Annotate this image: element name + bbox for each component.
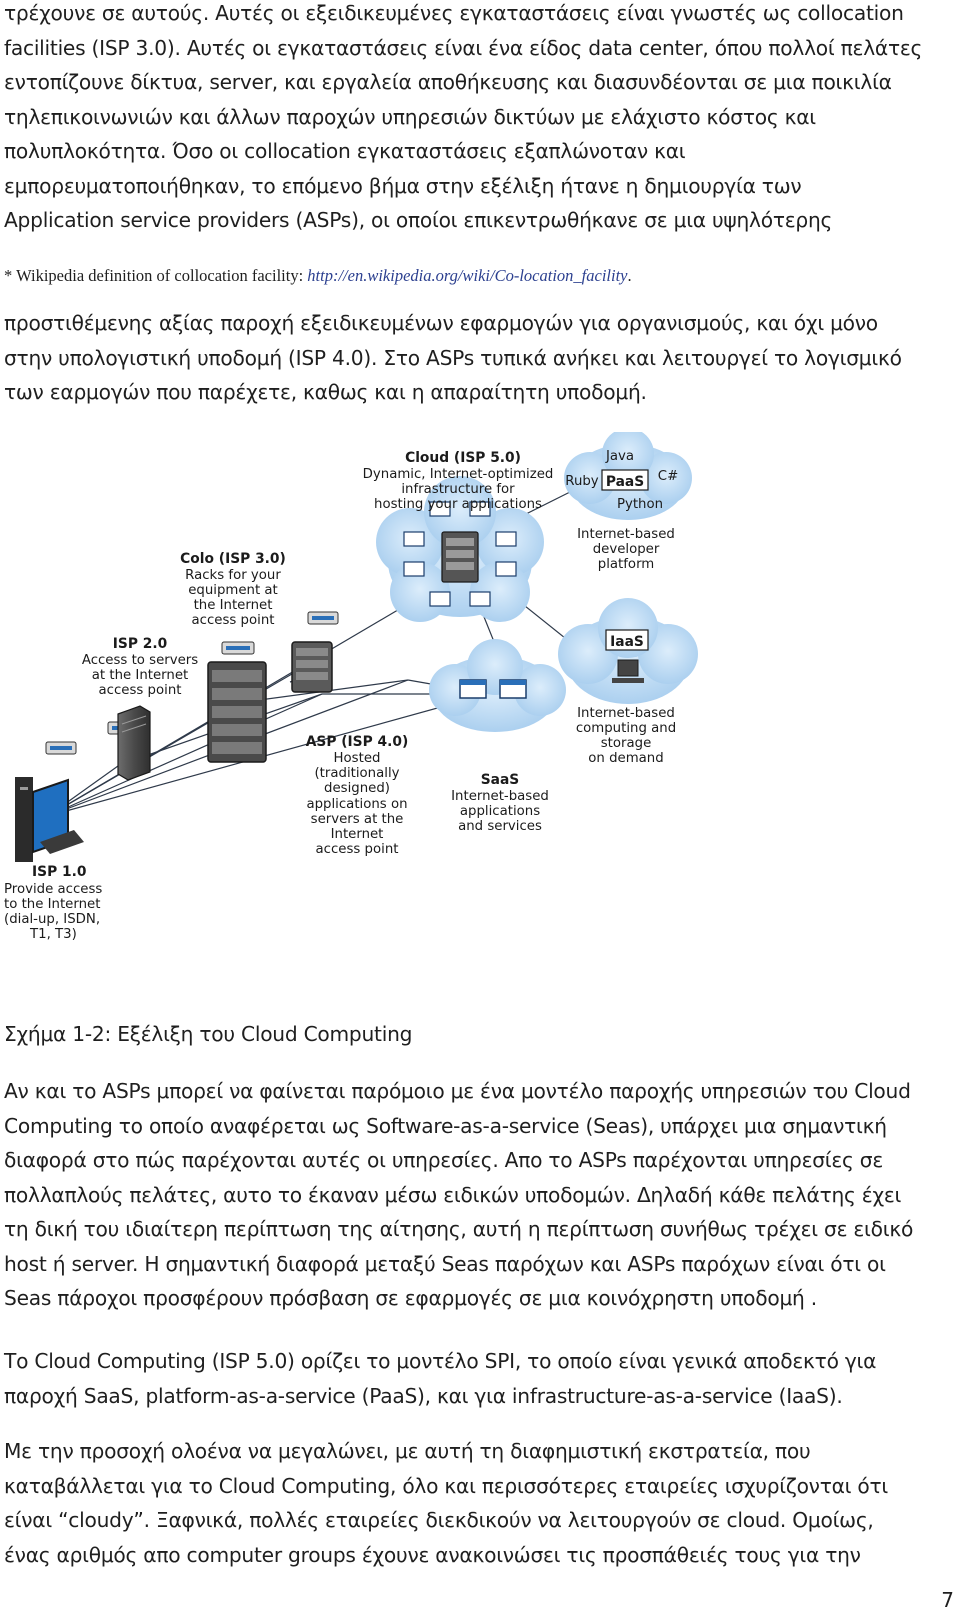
paas-lang-label: Python bbox=[617, 497, 663, 512]
text-line: καταβάλλεται για το Cloud Computing, όλο… bbox=[4, 1473, 888, 1498]
isp2-desc-line: at the Internet bbox=[92, 668, 188, 683]
colo-desc-line: Racks for your bbox=[185, 568, 281, 583]
asp-title: ASP (ISP 4.0) bbox=[306, 734, 409, 750]
text-line: Computing το οποίο αναφέρεται ως Softwar… bbox=[4, 1113, 887, 1138]
paragraph-5: Με την προσοχή ολοένα να μεγαλώνει, με α… bbox=[4, 1434, 952, 1572]
cloud-desc-line: infrastructure for bbox=[401, 482, 515, 497]
text-line: host ή server. Η σημαντική διαφορά μεταξ… bbox=[4, 1251, 886, 1276]
iaas-desc-line: Internet-based bbox=[577, 706, 675, 721]
colo-desc-line: access point bbox=[192, 613, 275, 628]
text-line: πολλαπλούς πελάτες, αυτο το έκαναν μέσω … bbox=[4, 1182, 902, 1207]
footnote: * Wikipedia definition of collocation fa… bbox=[4, 266, 632, 286]
text-line: Με την προσοχή ολοένα να μεγαλώνει, με α… bbox=[4, 1439, 811, 1463]
iaas-desc-line: computing and bbox=[576, 721, 676, 736]
text-line: εντοπίζουνε δίκτυα, server, και εργαλεία… bbox=[4, 70, 892, 94]
paas-lang-label: Ruby bbox=[565, 474, 599, 489]
server-rack-icon bbox=[291, 641, 333, 693]
asp-desc-line: access point bbox=[316, 842, 399, 857]
footnote-link[interactable]: http://en.wikipedia.org/wiki/Co-location… bbox=[307, 266, 628, 285]
saas-title: SaaS bbox=[481, 772, 520, 788]
colo-title: Colo (ISP 3.0) bbox=[180, 551, 286, 567]
asp-desc-line: Hosted bbox=[334, 751, 381, 766]
colo-desc-line: equipment at bbox=[188, 583, 278, 598]
isp2-title: ISP 2.0 bbox=[113, 636, 167, 652]
server-rack-icon bbox=[207, 661, 267, 763]
saas-desc-line: Internet-based bbox=[451, 789, 549, 804]
text-line: εμπορευματοποιήθηκαν, το επόμενο βήμα στ… bbox=[4, 173, 802, 198]
figure-caption: Σχήμα 1-2: Εξέλιξη του Cloud Computing bbox=[4, 1022, 413, 1046]
paas-lang-label: C# bbox=[658, 469, 678, 484]
isp1-title: ISP 1.0 bbox=[32, 864, 86, 880]
text-line: είναι “cloudy”. Ξαφνικά, πολλές εταιρείε… bbox=[4, 1508, 874, 1532]
asp-desc-line: (traditionally bbox=[314, 766, 399, 781]
text-line: facilities (ISP 3.0). Αυτές οι εγκαταστά… bbox=[4, 35, 923, 60]
cloud-title: Cloud (ISP 5.0) bbox=[405, 450, 521, 466]
paas-desc-line: platform bbox=[598, 557, 655, 572]
isp1-desc-line: T1, T3) bbox=[29, 927, 77, 942]
text-line: Το Cloud Computing (ISP 5.0) ορίζει το μ… bbox=[4, 1349, 877, 1373]
modem-icon bbox=[221, 641, 255, 655]
paragraph-top: τρέχουνε σε αυτούς. Αυτές οι εξειδικευμέ… bbox=[4, 0, 952, 238]
cloud-desc-line: Dynamic, Internet-optimized bbox=[363, 467, 554, 482]
text-line: πολυπλοκότητα. Όσο οι collocation εγκατα… bbox=[4, 139, 686, 163]
cloud-isp5-icon bbox=[376, 476, 544, 622]
paragraph-2: προστιθέμενης αξίας παροχή εξειδικευμένω… bbox=[4, 306, 952, 410]
text-line: Αν και το ASPs μπορεί να φαίνεται παρόμο… bbox=[4, 1079, 911, 1103]
iaas-cloud-icon bbox=[558, 598, 698, 704]
isp2-desc-line: access point bbox=[99, 683, 182, 698]
paas-cloud-icon bbox=[564, 432, 692, 520]
text-line: ένας αριθμός απο computer groups έχουνε … bbox=[4, 1542, 861, 1567]
text-line: Seas πάροχοι προσφέρουν πρόσβαση σε εφαρ… bbox=[4, 1286, 817, 1310]
iaas-desc-line: on demand bbox=[588, 751, 663, 766]
saas-cloud-icon bbox=[429, 639, 566, 732]
text-line: τηλεπικοινωνιών και άλλων παροχών υπηρεσ… bbox=[4, 104, 816, 129]
paragraph-4: Το Cloud Computing (ISP 5.0) ορίζει το μ… bbox=[4, 1344, 952, 1413]
saas-desc-line: applications bbox=[460, 804, 540, 819]
iaas-title: IaaS bbox=[610, 634, 644, 650]
cloud-desc-line: hosting your applications bbox=[374, 497, 542, 512]
colo-desc-line: the Internet bbox=[194, 598, 273, 613]
text-line: τη δική του ιδιαίτερη περίπτωση της αίτη… bbox=[4, 1217, 914, 1241]
isp2-desc-line: Access to servers bbox=[82, 653, 198, 668]
footnote-suffix: . bbox=[627, 266, 632, 285]
server-tower-icon bbox=[117, 705, 151, 781]
asp-desc-line: Internet bbox=[331, 827, 384, 842]
text-line: των εαρμογών που παρέχετε, καθως και η α… bbox=[4, 380, 647, 404]
page-number: 7 bbox=[941, 1588, 954, 1612]
asp-desc-line: applications on bbox=[306, 797, 407, 812]
isp1-desc-line: Provide access bbox=[4, 882, 102, 897]
text-line: τρέχουνε σε αυτούς. Αυτές οι εξειδικευμέ… bbox=[4, 1, 904, 25]
paas-desc-line: Internet-based bbox=[577, 527, 675, 542]
paas-lang-label: Java bbox=[605, 449, 634, 464]
isp1-desc-line: to the Internet bbox=[4, 897, 100, 912]
text-line: παροχή SaaS, platform-as-a-service (PaaS… bbox=[4, 1383, 843, 1408]
text-line: διαφορά στο πώς παρέχονται αυτές οι υπηρ… bbox=[4, 1148, 883, 1172]
text-line: στην υπολογιστική υποδομή (ISP 4.0). Στο… bbox=[4, 345, 902, 370]
isp1-desc-line: (dial-up, ISDN, bbox=[4, 912, 100, 927]
cloud-evolution-diagram: Cloud (ISP 5.0) Dynamic, Internet-optimi… bbox=[4, 432, 698, 942]
paas-title: PaaS bbox=[606, 474, 644, 490]
paas-desc-line: developer bbox=[593, 542, 660, 557]
modem-icon bbox=[307, 611, 339, 625]
saas-desc-line: and services bbox=[458, 819, 542, 834]
asp-desc-line: designed) bbox=[324, 781, 390, 796]
modem-icon bbox=[45, 741, 77, 755]
paragraph-3: Αν και το ASPs μπορεί να φαίνεται παρόμο… bbox=[4, 1074, 952, 1316]
iaas-desc-line: storage bbox=[601, 736, 652, 751]
asp-desc-line: servers at the bbox=[311, 812, 404, 827]
text-line: Application service providers (ASPs), οι… bbox=[4, 208, 833, 232]
desktop-computer-icon bbox=[15, 777, 84, 862]
footnote-text: * Wikipedia definition of collocation fa… bbox=[4, 266, 308, 285]
text-line: προστιθέμενης αξίας παροχή εξειδικευμένω… bbox=[4, 311, 878, 335]
